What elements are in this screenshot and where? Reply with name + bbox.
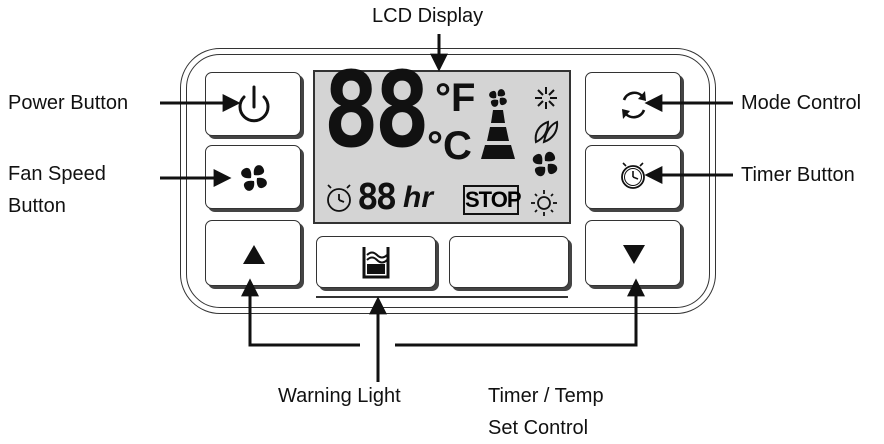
lcd-stop-indicator: STOP bbox=[463, 185, 522, 215]
lcd-temperature-digits: 88 bbox=[323, 49, 430, 171]
label-fan-speed-line1: Fan Speed bbox=[8, 163, 106, 185]
label-warning-light: Warning Light bbox=[278, 385, 401, 407]
label-power-button: Power Button bbox=[8, 92, 129, 114]
label-timer-button: Timer Button bbox=[741, 164, 855, 186]
heat-mode-icon bbox=[531, 190, 557, 216]
label-timer-temp-line1: Timer / Temp bbox=[488, 385, 604, 407]
panel-divider bbox=[316, 296, 568, 298]
label-fan-speed-line2: Button bbox=[8, 195, 66, 217]
lcd-timer-unit: hr bbox=[403, 181, 433, 214]
label-timer-temp-set-control: Timer / Temp Set Control bbox=[488, 380, 604, 444]
up-arrow-icon bbox=[243, 245, 265, 264]
dry-mode-icon bbox=[534, 120, 559, 144]
lcd-mode-icons bbox=[327, 87, 559, 216]
temp-up-button[interactable] bbox=[205, 220, 301, 286]
lcd-clock-icon bbox=[327, 184, 351, 212]
control-panel-inner-border bbox=[186, 54, 710, 308]
cool-mode-icon bbox=[535, 87, 557, 109]
label-mode-control: Mode Control bbox=[741, 92, 862, 114]
lcd-unit-fahrenheit: °F bbox=[435, 76, 476, 120]
blank-indicator bbox=[449, 236, 569, 288]
water-tank-icon bbox=[362, 247, 390, 279]
label-fan-speed-button: Fan Speed Button bbox=[8, 158, 106, 222]
fan-icon bbox=[241, 165, 267, 191]
lcd-timer-digits: 88 bbox=[357, 177, 397, 218]
lcd-display: 88 °F °C bbox=[313, 58, 571, 224]
mode-cycle-icon bbox=[622, 91, 646, 119]
label-lcd-display: LCD Display bbox=[372, 5, 484, 27]
label-timer-temp-line2: Set Control bbox=[488, 417, 589, 439]
fan-mode-icon bbox=[532, 151, 558, 177]
warning-light bbox=[316, 236, 436, 288]
lcd-fan-level-indicator bbox=[481, 89, 515, 159]
timer-button[interactable] bbox=[585, 145, 681, 209]
lcd-unit-celsius: °C bbox=[427, 124, 472, 168]
down-arrow-icon bbox=[623, 245, 645, 264]
clock-icon bbox=[621, 162, 645, 189]
